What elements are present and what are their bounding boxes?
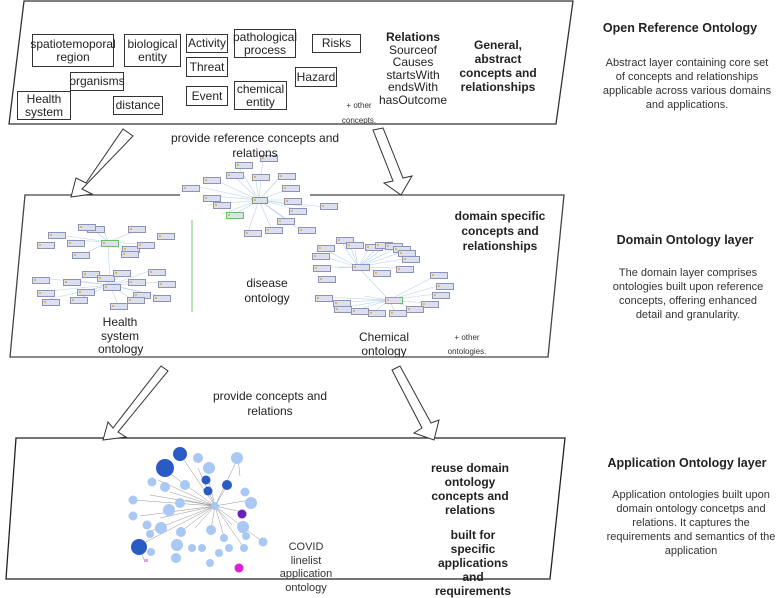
relation-item: endsWith [387,80,439,94]
relation-item: hasOutcome [378,92,448,107]
relation-item: Sourceof [388,42,438,57]
domain-layer-frame [9,194,565,358]
connector-label-domain-to-application: provide concepts and relations [212,389,328,418]
other-concepts-note: + other concepts. [341,101,377,125]
domain-layer-title: Domain Ontology layer [616,233,754,247]
relation-item: Causes [392,55,434,69]
concept-risks: Risks [312,34,361,53]
domain-layer-description: The domain layer comprises ontologies bu… [612,267,764,321]
concept-pathological-process: pathological process [232,29,298,58]
concept-chemical-entity: chemical entity [234,81,287,110]
reference-layer-description: Abstract layer containing core set of co… [602,57,772,111]
application-layer-title: Application Ontology layer [607,456,767,470]
ontology-label-covid: COVID linelist application ontology [279,541,333,594]
application-layer-description: Application ontologies built upon domain… [606,489,776,557]
relations-title: Relations [385,30,440,44]
covid-ontology-graph [128,447,268,573]
ontology-label-health-system: Health system ontology [98,315,144,356]
reference-layer-frame [8,0,574,125]
concept-biological-entity: biological entity [124,34,181,67]
diagram-frame-layer [5,0,574,580]
arrow-left-2 [102,365,169,441]
relations-block: Relations Sourceof Causes startsWith end… [378,31,448,106]
ontology-label-disease: disease ontology [244,276,290,305]
concept-hazard: Hazard [295,67,337,87]
concept-activity: Activity [186,34,228,53]
relation-item: startsWith [386,67,440,82]
arrow-right-2 [391,365,440,441]
concept-organisms: organisms [69,72,125,91]
arrow-right-1 [372,127,414,196]
covid-graph-nodes [128,447,268,573]
concept-event: Event [186,86,228,106]
connector-label-reference-to-domain: provide reference concepts and relations [170,131,340,160]
concept-spatiotemporal-region: spatiotemoporal region [30,34,116,67]
reference-layer-summary: General, abstract concepts and relations… [459,38,537,94]
application-layer-summary-built: built for specific applications and requ… [434,528,512,598]
ontology-label-chemical: Chemical ontology [358,330,409,358]
other-ontologies-note: + other ontologies. [447,333,487,356]
application-layer-summary-reuse: reuse domain ontology concepts and relat… [430,461,510,517]
concept-threat: Threat [186,57,228,77]
arrow-left-1 [70,128,134,198]
reference-layer-title: Open Reference Ontology [602,21,758,35]
domain-layer-summary: domain specific concepts and relationshi… [454,209,546,253]
concept-distance: distance [113,96,163,115]
concept-health-system: Health system [17,91,71,120]
